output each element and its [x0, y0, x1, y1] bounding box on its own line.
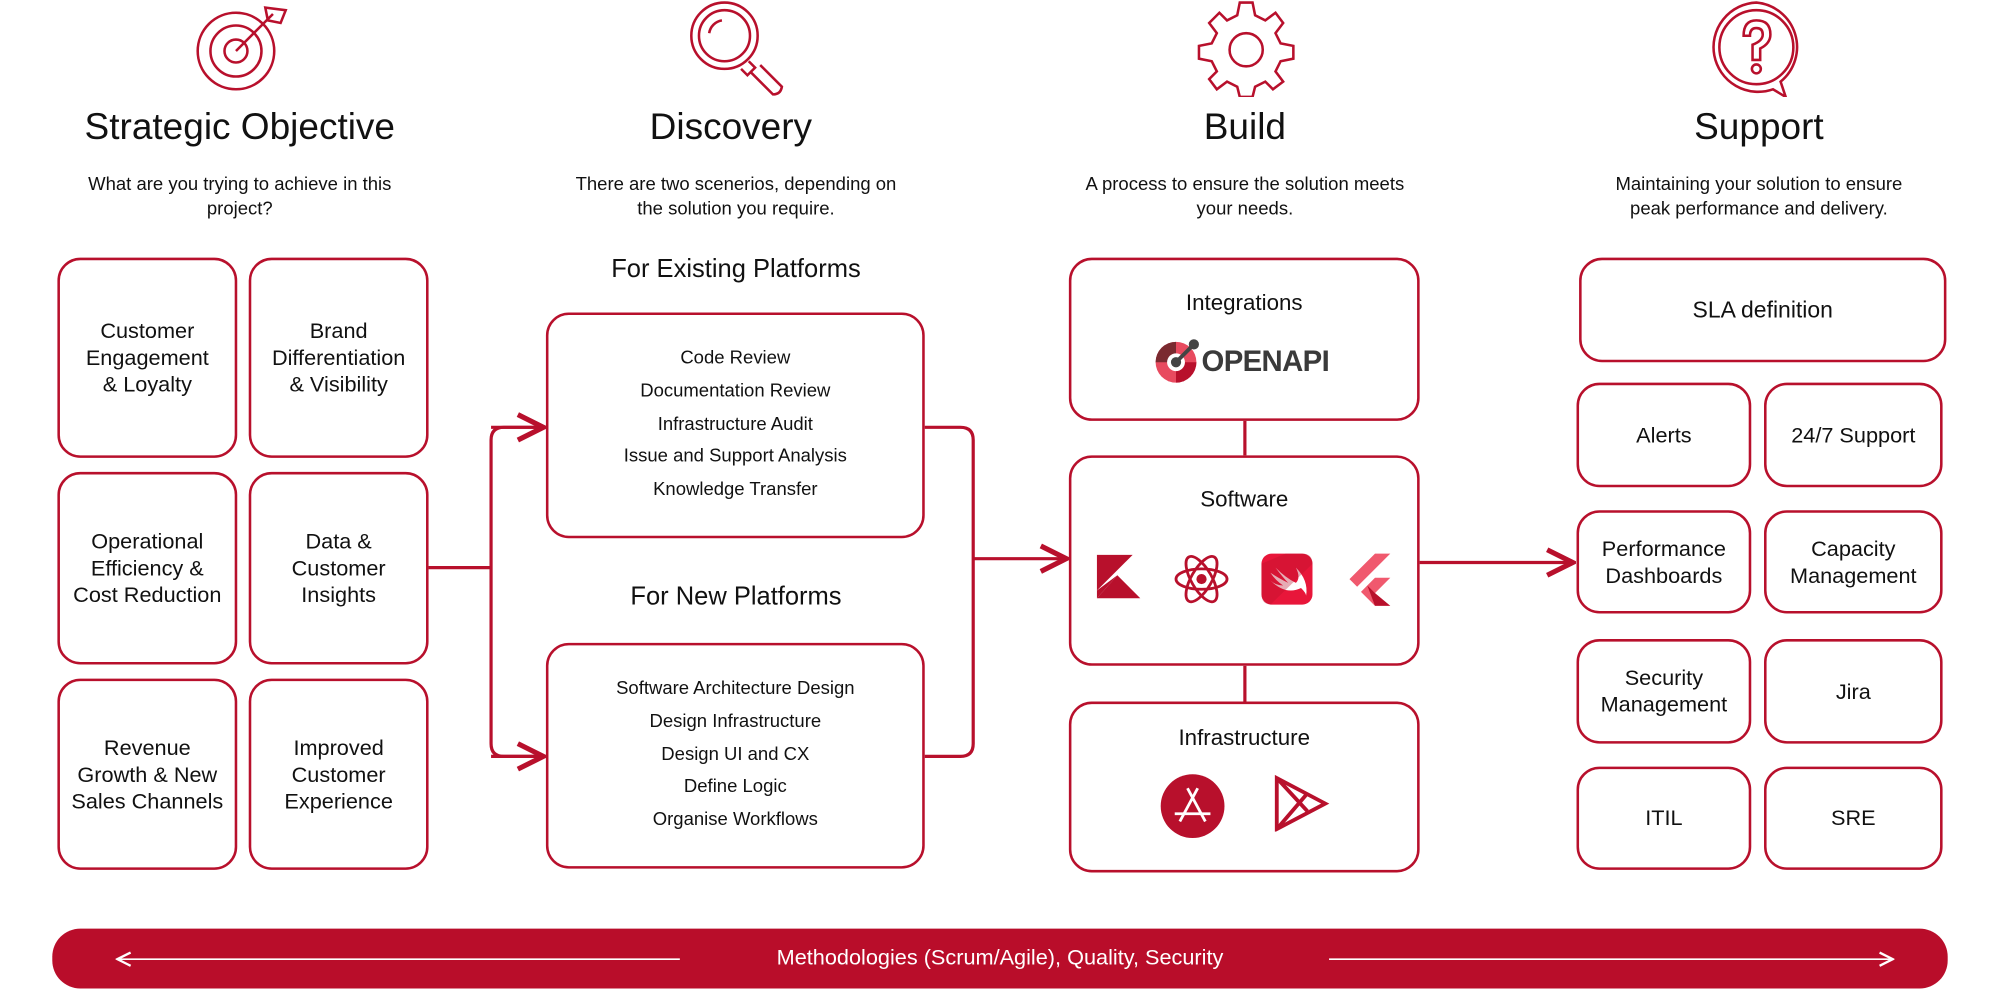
support-item-box: SRE — [1764, 766, 1943, 870]
text-line: SRE — [1831, 806, 1876, 831]
text-line: Improved — [293, 735, 384, 760]
text-line: Efficiency & — [90, 556, 204, 581]
text-line: Organise Workflows — [652, 810, 818, 831]
openapi-wordmark: OPENAPI — [1201, 343, 1330, 377]
target-icon — [196, 6, 288, 91]
text-line: Dashboards — [1605, 563, 1723, 588]
software-title: Software — [1200, 485, 1289, 512]
text-line: & Loyalty — [102, 372, 192, 397]
text-line: Differentiation — [271, 345, 406, 370]
support-item-box: 24/7 Support — [1764, 382, 1943, 488]
app-store-icon — [1160, 774, 1224, 839]
existing-platforms-heading: For Existing Platforms — [611, 255, 861, 284]
openapi-logo: OPENAPI — [1153, 337, 1330, 385]
kotlin-icon — [1096, 554, 1140, 599]
title-support: Support — [1694, 107, 1824, 148]
magnifier-icon — [690, 1, 784, 96]
text-line: Capacity — [1811, 536, 1896, 561]
text-line: Documentation Review — [640, 381, 831, 402]
subtitle-line: There are two scenerios, depending on — [575, 174, 897, 196]
text-line: Brand — [309, 318, 368, 344]
sla-definition-box: SLA definition — [1579, 257, 1947, 363]
text-line: Experience — [284, 788, 393, 814]
text-line: Management — [1790, 563, 1917, 588]
subtitle-line: A process to ensure the solution meets — [1085, 174, 1405, 196]
text-line: Jira — [1835, 679, 1871, 704]
methodologies-label: Methodologies (Scrum/Agile), Quality, Se… — [776, 945, 1224, 970]
google-play-icon — [1274, 774, 1329, 832]
react-icon — [1173, 555, 1228, 604]
text-line: Alerts — [1636, 422, 1692, 448]
question-bubble-icon — [1712, 1, 1799, 97]
text-line: Sales Channels — [71, 788, 224, 814]
support-item-box: Alerts — [1576, 382, 1752, 488]
subtitle-line: the solution you require. — [637, 198, 835, 220]
infrastructure-box: Infrastructure — [1068, 701, 1420, 873]
software-box: Software — [1068, 455, 1420, 666]
text-line: Design Infrastructure — [649, 711, 822, 732]
title-strategic-objective: Strategic Objective — [84, 107, 396, 148]
text-line: Software Architecture Design — [616, 678, 855, 699]
text-line: Operational — [91, 529, 204, 554]
integrations-title: Integrations — [1185, 289, 1303, 316]
new-platforms-heading: For New Platforms — [630, 582, 842, 611]
subtitle-line: Maintaining your solution to ensure — [1615, 174, 1903, 196]
text-line: ITIL — [1645, 806, 1683, 831]
text-line: Knowledge Transfer — [653, 479, 818, 501]
text-line: Data & — [305, 529, 372, 554]
text-line: Insights — [301, 582, 377, 608]
subtitle-line: What are you trying to achieve in this — [88, 174, 392, 196]
integrations-box: Integrations OPENAPI — [1068, 257, 1420, 421]
text-line: Design UI and CX — [661, 744, 810, 765]
subtitle-line: project? — [206, 198, 273, 220]
infrastructure-title: Infrastructure — [1178, 724, 1310, 750]
text-line: Cost Reduction — [73, 582, 222, 608]
text-line: & Visibility — [289, 372, 388, 397]
text-line: Engagement — [85, 345, 209, 370]
subtitle-line: peak performance and delivery. — [1630, 198, 1888, 220]
swift-icon — [1260, 553, 1312, 605]
title-build: Build — [1203, 107, 1287, 148]
text-line: 24/7 Support — [1791, 422, 1916, 448]
text-line: Security — [1624, 665, 1704, 691]
text-line: Customer — [100, 318, 195, 344]
text-line: Customer — [291, 556, 386, 581]
text-line: Code Review — [680, 348, 791, 369]
support-item-box: ITIL — [1576, 766, 1752, 870]
text-line: Revenue — [103, 735, 191, 760]
text-line: Management — [1600, 692, 1728, 717]
title-discovery: Discovery — [649, 107, 813, 148]
text-line: Define Logic — [683, 777, 787, 798]
gear-icon — [1197, 1, 1295, 97]
text-line: Growth & New — [77, 762, 218, 787]
support-item-box: Jira — [1764, 639, 1943, 744]
flutter-icon — [1348, 553, 1390, 606]
text-line: Performance — [1601, 536, 1726, 561]
text-line: Issue and Support Analysis — [623, 446, 847, 468]
openapi-icon — [1155, 339, 1199, 383]
text-line: Customer — [291, 762, 386, 787]
subtitle-line: your needs. — [1196, 198, 1294, 220]
text-line: Infrastructure Audit — [657, 414, 813, 435]
